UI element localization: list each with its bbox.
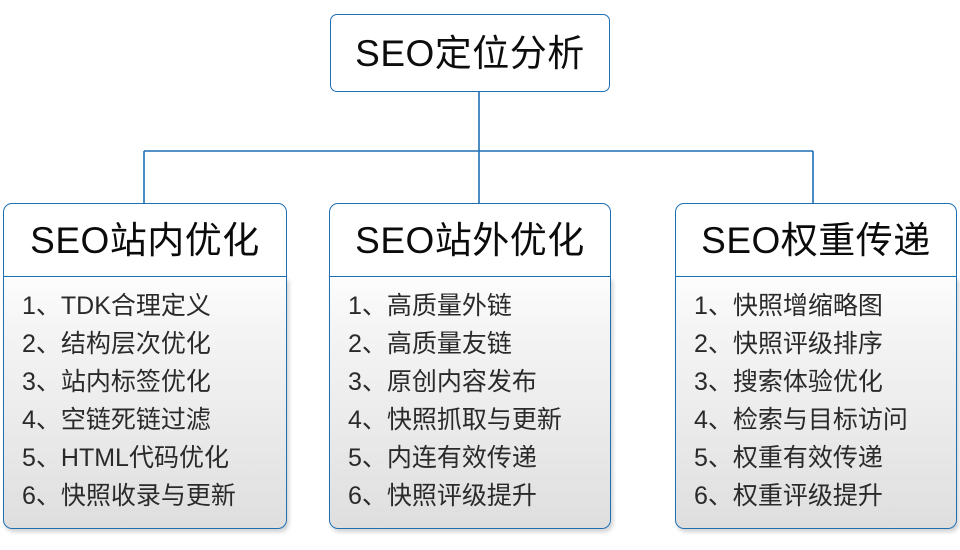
list-item-label: 空链死链过滤 <box>60 406 211 434</box>
branch-header-title-2: SEO站外优化 <box>355 219 585 261</box>
list-item: 4、 空链死链过滤 <box>22 401 286 439</box>
list-item-label: 检索与目标访问 <box>732 406 908 434</box>
list-item-label: 快照评级排序 <box>732 330 883 358</box>
list-item-index: 3、 <box>22 368 61 396</box>
list-item-label: 快照抓取与更新 <box>386 406 562 434</box>
list-item-index: 2、 <box>694 330 733 358</box>
root-node[interactable]: SEO定位分析 <box>330 14 610 92</box>
list-item: 3、 原创内容发布 <box>348 363 610 401</box>
list-item-index: 2、 <box>348 330 387 358</box>
branch-item-list-2: 1、 高质量外链 2、 高质量友链 3、 原创内容发布 4、 快照抓取与更新 5… <box>330 287 610 515</box>
list-item-label: 快照增缩略图 <box>732 292 883 320</box>
list-item-index: 5、 <box>22 444 61 472</box>
list-item: 5、 内连有效传递 <box>348 439 610 477</box>
branch-body-3: 1、 快照增缩略图 2、 快照评级排序 3、 搜索体验优化 4、 检索与目标访问… <box>675 277 957 529</box>
list-item: 6、 快照评级提升 <box>348 477 610 515</box>
list-item-label: 权重评级提升 <box>732 482 883 510</box>
branch-column-3: SEO权重传递 1、 快照增缩略图 2、 快照评级排序 3、 搜索体验优化 4、 <box>675 203 957 529</box>
list-item: 1、 高质量外链 <box>348 287 610 325</box>
list-item-index: 1、 <box>694 292 733 320</box>
list-item: 2、 快照评级排序 <box>694 325 956 363</box>
list-item: 3、 站内标签优化 <box>22 363 286 401</box>
list-item-label: 高质量外链 <box>386 292 512 320</box>
branch-header-title-1: SEO站内优化 <box>30 219 260 261</box>
branch-column-1: SEO站内优化 1、 TDK合理定义 2、 结构层次优化 3、 站内标签优化 4… <box>3 203 287 529</box>
branch-header-2[interactable]: SEO站外优化 <box>329 203 611 277</box>
list-item-index: 4、 <box>348 406 387 434</box>
list-item-index: 4、 <box>694 406 733 434</box>
list-item: 5、 权重有效传递 <box>694 439 956 477</box>
list-item-label: 站内标签优化 <box>60 368 211 396</box>
list-item: 1、 快照增缩略图 <box>694 287 956 325</box>
list-item-label: 快照评级提升 <box>386 482 537 510</box>
list-item: 5、 HTML代码优化 <box>22 439 286 477</box>
list-item-label: 权重有效传递 <box>732 444 883 472</box>
branch-body-1: 1、 TDK合理定义 2、 结构层次优化 3、 站内标签优化 4、 空链死链过滤… <box>3 277 287 529</box>
list-item-index: 4、 <box>22 406 61 434</box>
list-item-label: HTML代码优化 <box>60 444 229 472</box>
list-item-label: 快照收录与更新 <box>60 482 236 510</box>
list-item-label: 搜索体验优化 <box>732 368 883 396</box>
list-item: 2、 结构层次优化 <box>22 325 286 363</box>
branch-column-2: SEO站外优化 1、 高质量外链 2、 高质量友链 3、 原创内容发布 4、 快 <box>329 203 611 529</box>
list-item: 4、 检索与目标访问 <box>694 401 956 439</box>
list-item-index: 6、 <box>694 482 733 510</box>
list-item: 2、 高质量友链 <box>348 325 610 363</box>
list-item-index: 5、 <box>348 444 387 472</box>
list-item-index: 3、 <box>348 368 387 396</box>
branch-header-1[interactable]: SEO站内优化 <box>3 203 287 277</box>
branch-item-list-1: 1、 TDK合理定义 2、 结构层次优化 3、 站内标签优化 4、 空链死链过滤… <box>4 287 286 515</box>
list-item: 6、 快照收录与更新 <box>22 477 286 515</box>
list-item: 1、 TDK合理定义 <box>22 287 286 325</box>
list-item-index: 6、 <box>22 482 61 510</box>
list-item-label: TDK合理定义 <box>60 292 211 320</box>
branch-header-title-3: SEO权重传递 <box>701 219 931 261</box>
list-item-index: 6、 <box>348 482 387 510</box>
list-item: 4、 快照抓取与更新 <box>348 401 610 439</box>
list-item-index: 2、 <box>22 330 61 358</box>
list-item-label: 结构层次优化 <box>60 330 211 358</box>
list-item-label: 原创内容发布 <box>386 368 537 396</box>
list-item-label: 内连有效传递 <box>386 444 537 472</box>
list-item-index: 5、 <box>694 444 733 472</box>
branch-body-2: 1、 高质量外链 2、 高质量友链 3、 原创内容发布 4、 快照抓取与更新 5… <box>329 277 611 529</box>
list-item-label: 高质量友链 <box>386 330 512 358</box>
list-item: 6、 权重评级提升 <box>694 477 956 515</box>
branch-item-list-3: 1、 快照增缩略图 2、 快照评级排序 3、 搜索体验优化 4、 检索与目标访问… <box>676 287 956 515</box>
list-item-index: 1、 <box>22 292 61 320</box>
list-item-index: 3、 <box>694 368 733 396</box>
branch-header-3[interactable]: SEO权重传递 <box>675 203 957 277</box>
root-node-title: SEO定位分析 <box>355 32 585 74</box>
list-item-index: 1、 <box>348 292 387 320</box>
list-item: 3、 搜索体验优化 <box>694 363 956 401</box>
